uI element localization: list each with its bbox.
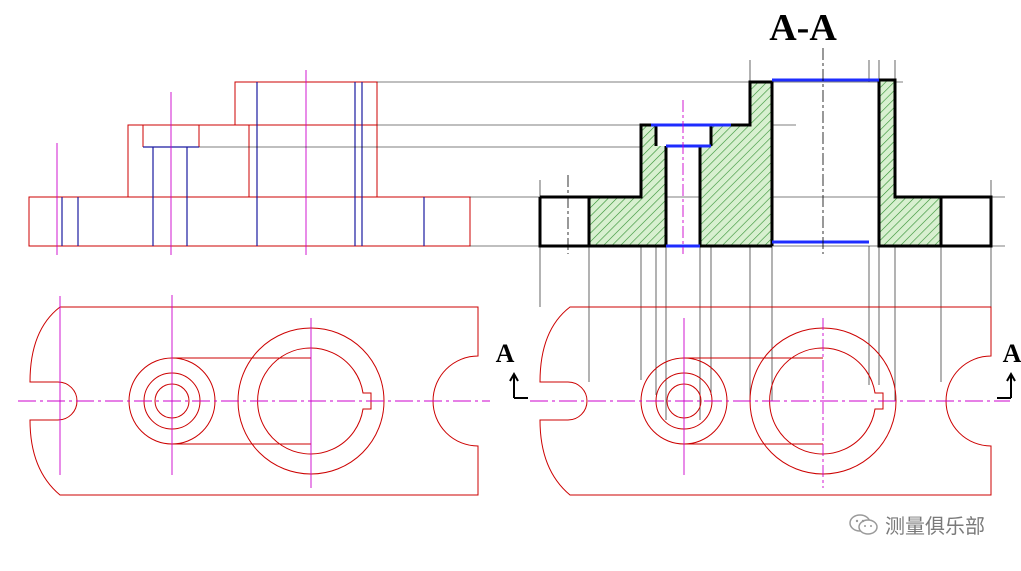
section-title: A-A xyxy=(769,7,837,49)
wechat-icon xyxy=(849,513,878,535)
section-hatch-right-flange xyxy=(895,197,941,246)
left-front-middle-tier xyxy=(127,124,378,198)
section-marker-left-arrow xyxy=(509,371,528,399)
right-large-bore-keyway xyxy=(769,347,884,455)
left-top-outline xyxy=(29,306,479,496)
right-top-centerlines xyxy=(530,318,1010,488)
section-outline-main xyxy=(538,78,993,248)
left-front-hidden-lines xyxy=(61,82,425,246)
right-top-outline xyxy=(539,306,992,496)
section-marker-right: A xyxy=(997,339,1021,399)
section-marker-right-label: A xyxy=(1003,339,1021,368)
section-marker-left: A xyxy=(496,339,528,399)
section-marker-left-label: A xyxy=(496,339,515,368)
section-view xyxy=(538,48,993,254)
watermark-text: 测量俱乐部 xyxy=(885,514,985,538)
left-top-centerlines xyxy=(18,295,490,488)
section-hatch-center xyxy=(700,82,772,246)
left-front-centerlines xyxy=(56,70,307,255)
left-front-base xyxy=(28,196,471,247)
section-hatch-left xyxy=(589,125,666,246)
section-marker-right-arrow xyxy=(997,371,1016,399)
watermark: 测量俱乐部 xyxy=(849,510,985,539)
left-large-bore-keyway xyxy=(257,347,372,455)
section-hatch-right-wall xyxy=(879,80,895,246)
left-front-view xyxy=(28,81,471,247)
